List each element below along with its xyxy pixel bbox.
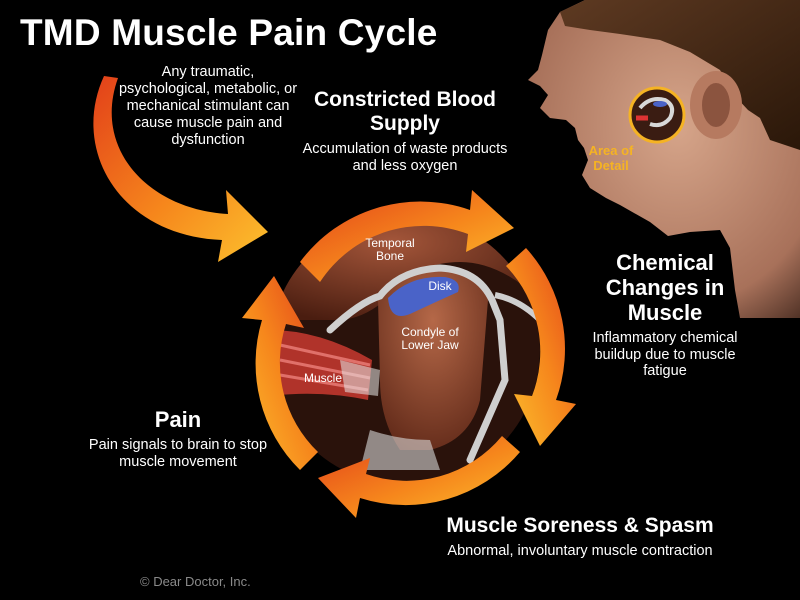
intro-arrow: [93, 76, 268, 262]
stage-constricted-blood-supply: Constricted Blood Supply Accumulation of…: [300, 88, 510, 174]
stage-muscle-soreness: Muscle Soreness & Spasm Abnormal, involu…: [420, 514, 740, 560]
stage-heading: Constricted Blood Supply: [314, 88, 496, 135]
stage-description: Abnormal, involuntary muscle contraction: [447, 543, 713, 559]
cycle-arrow-right: [506, 248, 576, 446]
joint-cross-section: [270, 215, 540, 485]
cycle-arrow-bottom: [318, 436, 520, 518]
stage-chemical-changes: Chemical Changes in Muscle Inflammatory …: [590, 250, 740, 380]
page-title: TMD Muscle Pain Cycle: [20, 12, 438, 53]
stage-description: Accumulation of waste products and less …: [302, 141, 508, 174]
face-illustration: [528, 0, 800, 318]
intro-text: Any traumatic, psychological, metabolic,…: [118, 64, 298, 148]
stage-heading: Muscle Soreness & Spasm: [446, 514, 714, 537]
stage-pain: Pain Pain signals to brain to stop muscl…: [78, 408, 278, 470]
label-condyle: Condyle of Lower Jaw: [401, 325, 459, 352]
area-of-detail-inset: [628, 86, 686, 144]
label-disk: Disk: [428, 279, 452, 293]
cycle-arrows: [242, 190, 576, 518]
cycle-arrow-top: [300, 190, 514, 282]
stage-heading: Chemical Changes in Muscle: [605, 250, 725, 325]
label-muscle: Muscle: [303, 371, 342, 385]
stage-description: Inflammatory chemical buildup due to mus…: [592, 330, 738, 379]
stage-heading: Pain: [154, 407, 202, 432]
cycle-arrow-left: [242, 276, 318, 470]
copyright: © Dear Doctor, Inc.: [140, 574, 251, 589]
label-area-of-detail: Area of Detail: [588, 143, 634, 173]
stage-description: Pain signals to brain to stop muscle mov…: [88, 437, 268, 470]
label-temporal-bone: Temporal Bone: [365, 236, 415, 263]
